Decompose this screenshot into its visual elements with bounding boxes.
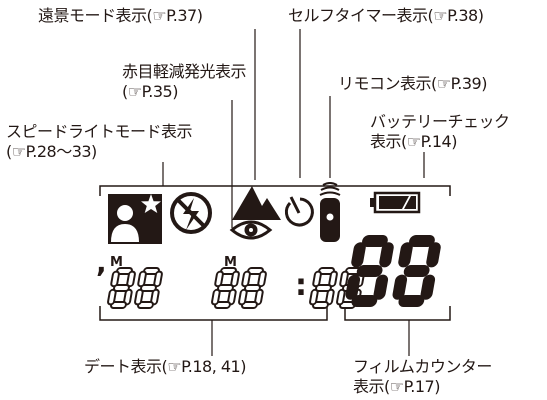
segment-g — [244, 284, 261, 292]
segment-e — [309, 288, 319, 306]
segment-g — [315, 284, 332, 292]
lcd-bracket-top-left — [99, 185, 348, 196]
red-eye-icon — [229, 220, 273, 240]
seven-segment-digit — [345, 235, 394, 307]
date-digits-month — [211, 267, 267, 309]
film-counter-digits — [345, 235, 441, 307]
segment-f — [351, 242, 366, 268]
label-film-counter: フィルムカウンター 表示(☞P.17) — [353, 357, 492, 396]
segment-e — [392, 274, 408, 300]
segment-b — [153, 270, 163, 288]
year-tick: , — [96, 246, 107, 279]
segment-g — [403, 265, 430, 277]
segment-d — [351, 295, 378, 307]
label-remote-control: リモコン表示(☞P.39) — [338, 74, 487, 93]
segment-a — [362, 235, 388, 247]
segment-e — [211, 288, 221, 306]
segment-f — [398, 242, 413, 268]
segment-c — [420, 274, 436, 300]
segment-e — [238, 288, 248, 306]
label-battery-check: バッテリーチェック 表示(☞P.14) — [370, 112, 510, 151]
seven-segment-digit — [309, 267, 338, 309]
segment-d — [398, 295, 425, 307]
segment-b — [257, 270, 267, 288]
segment-b — [230, 270, 240, 288]
segment-e — [345, 274, 361, 300]
lcd-border — [99, 185, 451, 321]
segment-e — [107, 288, 117, 306]
time-colon: : — [295, 268, 307, 303]
seven-segment-digit — [134, 267, 163, 309]
segment-g — [113, 284, 130, 292]
label-speedlight-mode: スピードライトモード表示 (☞P.28〜33) — [6, 122, 193, 161]
segment-c — [373, 274, 389, 300]
seven-segment-digit — [238, 267, 267, 309]
segment-b — [426, 242, 441, 268]
segment-b — [126, 270, 136, 288]
label-date-display: デート表示(☞P.18, 41) — [84, 357, 246, 376]
label-red-eye-reduction: 赤目軽減発光表示 (☞P.35) — [122, 62, 247, 101]
segment-g — [140, 284, 157, 292]
lcd-bracket-bottom-left — [99, 306, 328, 321]
segment-e — [134, 288, 144, 306]
lcd-bracket-bottom-right — [344, 306, 451, 321]
seven-segment-digit — [107, 267, 136, 309]
segment-b — [328, 270, 338, 288]
battery-icon — [370, 191, 421, 214]
segment-e — [336, 288, 346, 306]
remote-control-icon — [319, 182, 341, 242]
portrait-night-icon — [108, 194, 162, 244]
segment-g — [217, 284, 234, 292]
self-timer-icon — [284, 196, 314, 227]
date-digits-year — [107, 267, 163, 309]
month-mark-1: M — [110, 255, 123, 270]
segment-a — [409, 235, 435, 247]
seven-segment-digit — [392, 235, 441, 307]
lcd-bracket-top-right — [348, 185, 451, 196]
leader-lines — [162, 29, 425, 356]
segment-g — [356, 265, 383, 277]
month-mark-2: M — [224, 255, 237, 270]
label-self-timer: セルフタイマー表示(☞P.38) — [288, 6, 484, 25]
seven-segment-digit — [211, 267, 240, 309]
flash-cancel-icon — [170, 192, 212, 234]
label-landscape-mode: 遠景モード表示(☞P.37) — [38, 6, 203, 25]
landscape-mountain-icon — [232, 186, 281, 220]
segment-b — [379, 242, 394, 268]
